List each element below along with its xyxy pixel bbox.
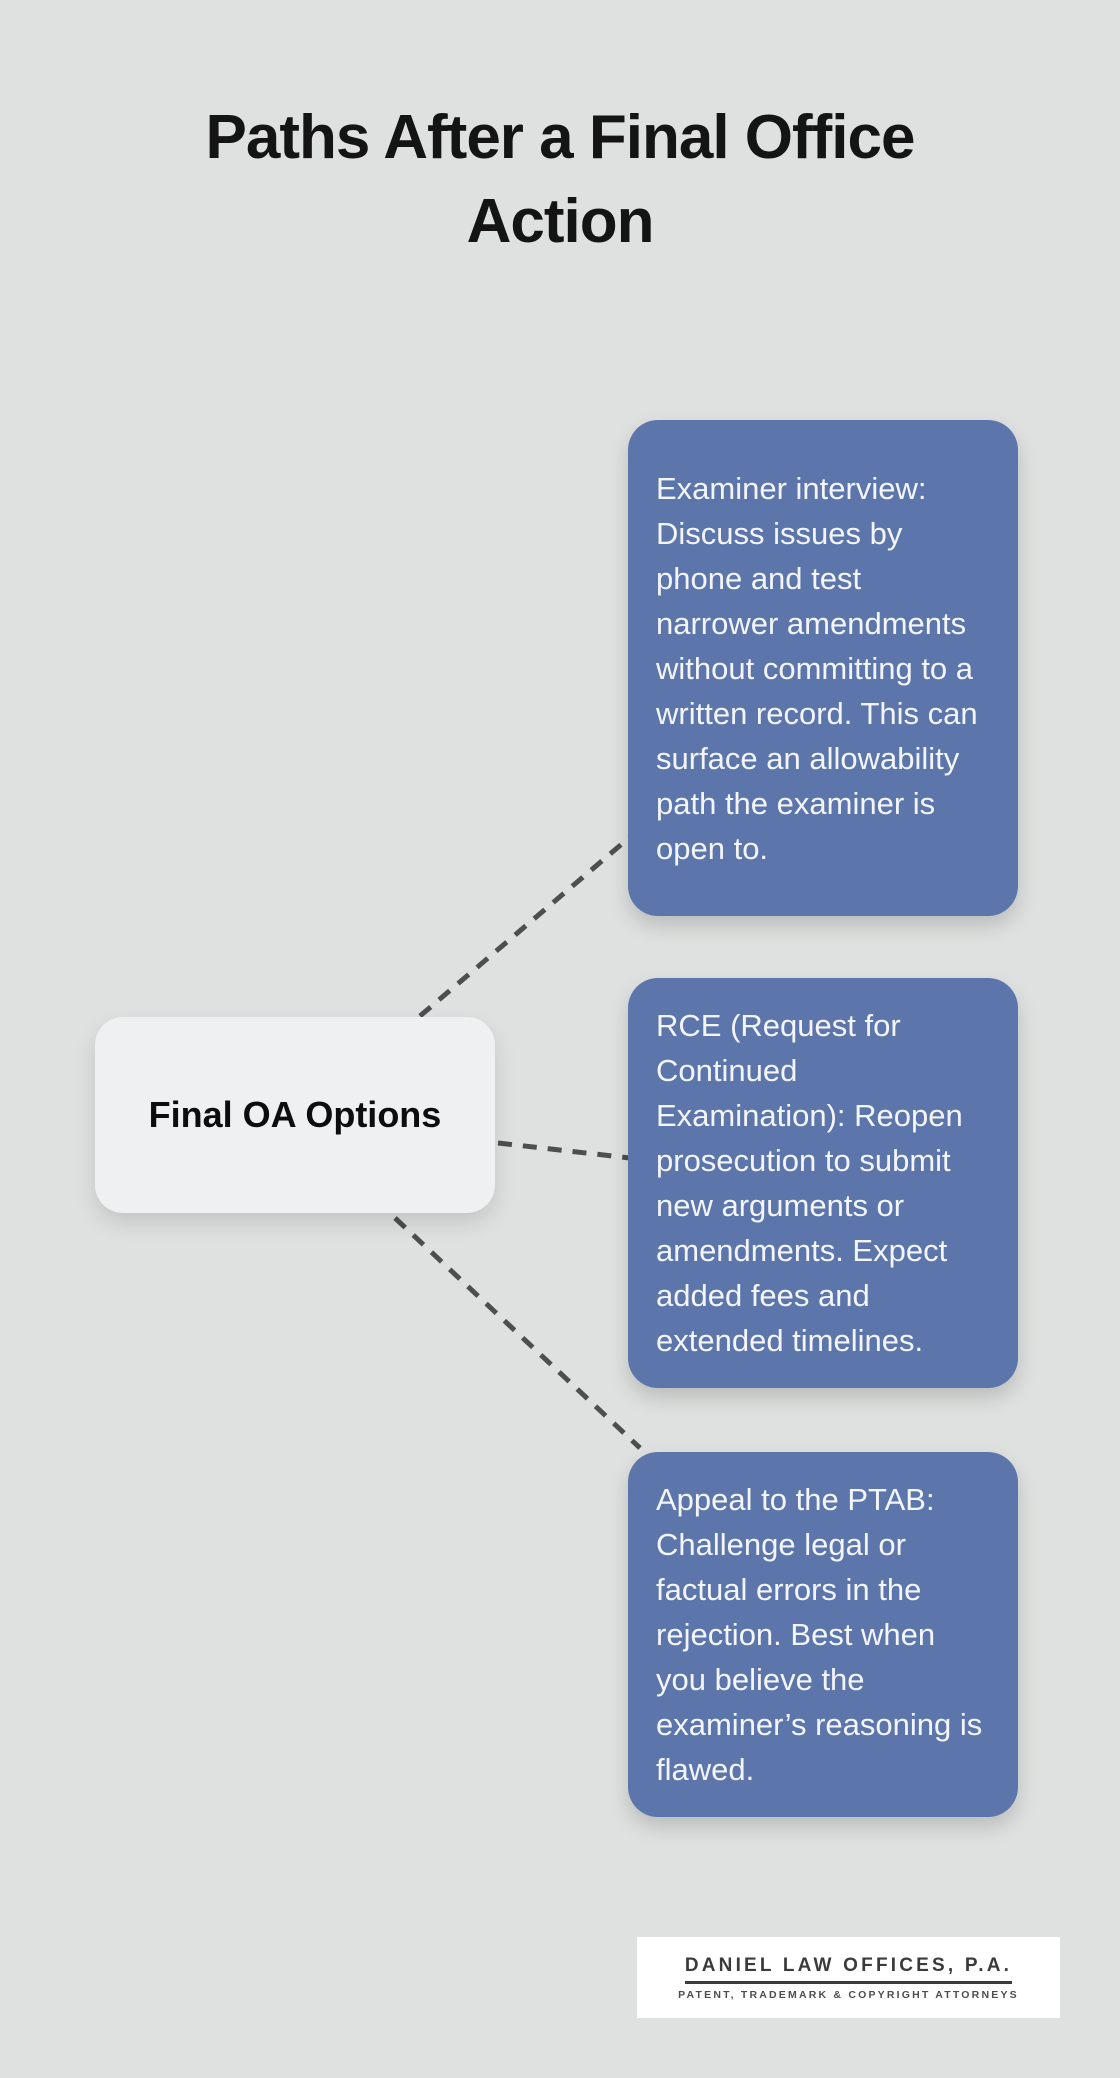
option-card-text: RCE (Request for Continued Examination):… <box>656 1008 963 1358</box>
connector-line-bottom <box>393 1216 642 1450</box>
option-card-text: Appeal to the PTAB: Challenge legal or f… <box>656 1482 983 1787</box>
option-card-rce: RCE (Request for Continued Examination):… <box>628 978 1018 1388</box>
firm-logo-tagline: PATENT, TRADEMARK & COPYRIGHT ATTORNEYS <box>678 1988 1019 2001</box>
option-card-examiner-interview: Examiner interview: Discuss issues by ph… <box>628 420 1018 916</box>
central-node-label: Final OA Options <box>148 1094 442 1135</box>
option-card-text: Examiner interview: Discuss issues by ph… <box>656 470 978 866</box>
firm-logo-name: DANIEL LAW OFFICES, P.A. <box>684 1955 1013 1984</box>
option-card-ptab-appeal: Appeal to the PTAB: Challenge legal or f… <box>628 1452 1018 1817</box>
firm-logo: DANIEL LAW OFFICES, P.A. PATENT, TRADEMA… <box>637 1937 1060 2018</box>
connector-line-middle <box>497 1140 631 1161</box>
connector-line-top <box>418 835 632 1018</box>
central-node: Final OA Options <box>95 1017 495 1213</box>
page-title: Paths After a Final Office Action <box>205 103 916 256</box>
